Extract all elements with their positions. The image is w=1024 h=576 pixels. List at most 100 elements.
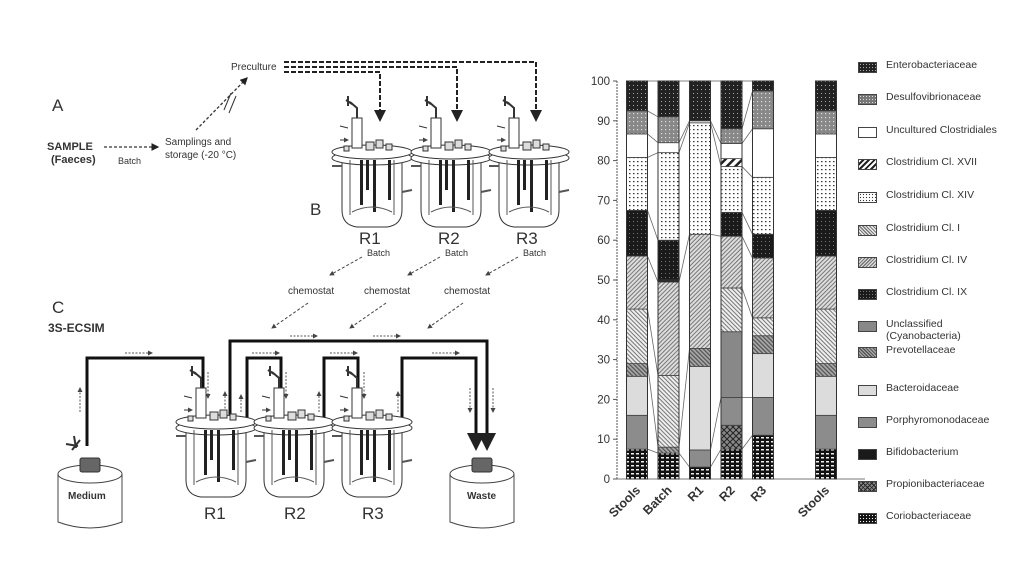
connector-line bbox=[647, 448, 659, 454]
legend-item: Clostridium Cl. XVII bbox=[858, 156, 977, 172]
legend-item: Clostridium Cl. XIV bbox=[858, 189, 974, 205]
y-tick-label: 50 bbox=[597, 275, 610, 287]
legend-swatch bbox=[858, 192, 877, 203]
y-tick-label: 100 bbox=[591, 76, 610, 88]
legend-item: Uncultured Clostridiales bbox=[858, 124, 997, 140]
bar-segment-prevotellaceae: Stools — Prevotellaceae: 3.2 bbox=[626, 363, 648, 377]
bar-segment-uncultured-clostridiales: Batch — Uncultured Clostridiales: 2.5 bbox=[657, 142, 680, 154]
bar-segment-coriobacteriaceae: R2 — Coriobacteriaceae: 7.5 bbox=[720, 448, 743, 480]
batch-arrow-label: Batch bbox=[118, 156, 142, 166]
preculture-label: Preculture bbox=[231, 62, 277, 73]
bar-segment-clostridium-cl-iv: R3 — Clostridium Cl. IV: 15 bbox=[752, 257, 774, 319]
y-tick-label: 0 bbox=[604, 474, 610, 486]
bar-segment-coriobacteriaceae: R3 — Coriobacteriaceae: 11 bbox=[752, 434, 774, 480]
legend-swatch bbox=[858, 127, 877, 138]
legend-item: Propionibacteriaceae bbox=[858, 478, 985, 494]
reactor-b-r2 bbox=[411, 96, 491, 227]
chart-connectors bbox=[647, 80, 753, 468]
bar-segment-bacteroidaceae: Stools — Bacteroidaceae: 9.8 bbox=[815, 375, 837, 416]
bar-segment-enterobacteriaceae: R2 — Enterobacteriaceae: 12 bbox=[720, 80, 743, 130]
legend-item: Clostridium Cl. IX bbox=[858, 286, 967, 302]
bar-segment-bacteroidaceae: R3 — Bacteroidaceae: 11 bbox=[752, 353, 774, 398]
reactor-c-r2-label: R2 bbox=[284, 504, 306, 523]
connector-line bbox=[741, 236, 753, 259]
y-tick-label: 30 bbox=[597, 355, 610, 367]
x-tick-label: Batch bbox=[640, 483, 674, 517]
bar-segment-enterobacteriaceae: R3 — Enterobacteriaceae: 2.5 bbox=[752, 80, 774, 92]
medium-label: Medium bbox=[68, 491, 106, 502]
y-tick-label: 80 bbox=[597, 156, 610, 168]
bar-segment-clostridium-cl-iv: Stools — Clostridium Cl. IV: 13.3 bbox=[815, 255, 837, 310]
bar-segment-clostridium-cl-i: Stools — Clostridium Cl. I: 13.7 bbox=[815, 308, 837, 364]
legend-swatch bbox=[858, 385, 877, 396]
bar-segment-porphyromonodaceae: R1 — Porphyromonodaceae: 4.3 bbox=[689, 449, 711, 468]
legend-label: Clostridium Cl. XIV bbox=[886, 189, 975, 201]
bar-segment-clostridium-cl-ix: Stools — Clostridium Cl. IX: 11.5 bbox=[815, 209, 837, 257]
bar-segment-clostridium-cl-xiv: R2 — Clostridium Cl. XIV: 11.5 bbox=[720, 166, 743, 213]
connector-line bbox=[678, 452, 690, 468]
legend-swatch bbox=[858, 94, 877, 105]
bar-segment-desulfovibrionaceae: R3 — Desulfovibrionaceae: 9.5 bbox=[752, 90, 774, 130]
bar-segment-clostridium-cl-iv: Stools — Clostridium Cl. IV: 13.3 bbox=[626, 255, 648, 310]
bar-outline bbox=[720, 80, 743, 480]
bar-segment-propionibacteriaceae: R2 — Propionibacteriaceae: 6 bbox=[720, 424, 743, 450]
legend-item: Unclassified(Cyanobacteria) bbox=[858, 318, 961, 342]
bar-segment-clostridium-cl-xvii: R2 — Clostridium Cl. XVII: 2 bbox=[720, 158, 743, 167]
faeces-label: (Faeces) bbox=[51, 154, 96, 166]
bar-segment-clostridium-cl-i: Stools — Clostridium Cl. I: 13.7 bbox=[626, 308, 648, 364]
connector-line bbox=[741, 166, 753, 178]
bar-segment-porphyromonodaceae: Stools — Porphyromonodaceae: 8.5 bbox=[626, 414, 648, 450]
legend-label: Clostridium Cl. I bbox=[886, 222, 961, 234]
bar-segment-enterobacteriaceae: R1 — Enterobacteriaceae: 10 bbox=[689, 80, 711, 122]
bar-segment-clostridium-cl-xiv: R1 — Clostridium Cl. XIV: 28 bbox=[689, 122, 711, 235]
bar-segment-porphyromonodaceae: R3 — Porphyromonodaceae: 9.5 bbox=[752, 397, 774, 436]
reactor-b-r1 bbox=[332, 96, 412, 227]
x-tick-label: Stools bbox=[795, 483, 832, 520]
connector-line bbox=[710, 120, 722, 144]
connector-line bbox=[647, 133, 659, 143]
samplings-label: Samplings and bbox=[165, 137, 232, 148]
bar-segment-clostridium-cl-ix: Stools — Clostridium Cl. IX: 11.5 bbox=[626, 209, 648, 257]
legend-swatch bbox=[858, 481, 877, 492]
bar-segment-coriobacteriaceae: Stools — Coriobacteriaceae: 7.5 bbox=[626, 448, 648, 480]
connector-line bbox=[678, 348, 690, 448]
legend-swatch bbox=[858, 513, 877, 524]
bar-segment-clostridium-cl-ix: R3 — Clostridium Cl. IX: 6 bbox=[752, 233, 774, 259]
bar-segment-clostridium-cl-xiv: R3 — Clostridium Cl. XIV: 14.3 bbox=[752, 176, 774, 235]
connector-line bbox=[678, 234, 690, 283]
bar-segment-prevotellaceae: R1 — Prevotellaceae: 4.5 bbox=[689, 348, 711, 367]
legend-label: Prevotellaceae bbox=[886, 344, 956, 356]
connector-line bbox=[741, 212, 753, 235]
legend-label: Bacteroidaceae bbox=[886, 382, 959, 394]
legend-swatch bbox=[858, 159, 877, 170]
reactor-b-r2-label: R2 bbox=[438, 229, 460, 248]
chart-bars: Stools — Coriobacteriaceae: 7.5Stools — … bbox=[626, 80, 837, 480]
panel-b-letter: B bbox=[310, 200, 322, 219]
connector-line bbox=[647, 308, 659, 376]
legend-swatch bbox=[858, 449, 877, 460]
legend-label: Porphyromonodaceae bbox=[886, 414, 990, 426]
bioreactor-diagram: A SAMPLE (Faeces) Batch Samplings and st… bbox=[47, 61, 590, 529]
bar-segment-desulfovibrionaceae: Stools — Desulfovibrionaceae: 5.8 bbox=[626, 110, 648, 135]
legend-item: Clostridium Cl. I bbox=[858, 222, 960, 238]
connector-line bbox=[741, 90, 753, 129]
bar-segment-uncultured-clostridiales: R3 — Uncultured Clostridiales: 12.2 bbox=[752, 128, 774, 178]
bar-outline bbox=[689, 80, 711, 480]
connector-line bbox=[678, 122, 690, 153]
bar-segment-clostridium-cl-i: Batch — Clostridium Cl. I: 18 bbox=[657, 375, 680, 448]
chemostat-label-1: chemostat bbox=[288, 286, 335, 297]
legend-label: Clostridium Cl. IX bbox=[886, 286, 968, 298]
bar-segment-uncultured-clostridiales: Stools — Uncultured Clostridiales: 5.9 bbox=[626, 133, 648, 158]
legend-label: Bifidobacterium bbox=[886, 446, 959, 458]
legend-item: Bifidobacterium bbox=[858, 446, 958, 462]
reactor-b-r3-label: R3 bbox=[516, 229, 538, 248]
legend-swatch bbox=[858, 289, 877, 300]
reactor-b-r3 bbox=[489, 96, 569, 227]
bar-segment-desulfovibrionaceae: Stools — Desulfovibrionaceae: 5.8 bbox=[815, 110, 837, 135]
connector-line bbox=[647, 110, 659, 118]
reactor-c-r3 bbox=[332, 366, 412, 497]
reactor-b-r1-mode: Batch bbox=[367, 248, 391, 258]
panel-c-letter: C bbox=[52, 298, 65, 317]
bar-segment-clostridium-cl-i: R3 — Clostridium Cl. I: 4.5 bbox=[752, 317, 774, 337]
